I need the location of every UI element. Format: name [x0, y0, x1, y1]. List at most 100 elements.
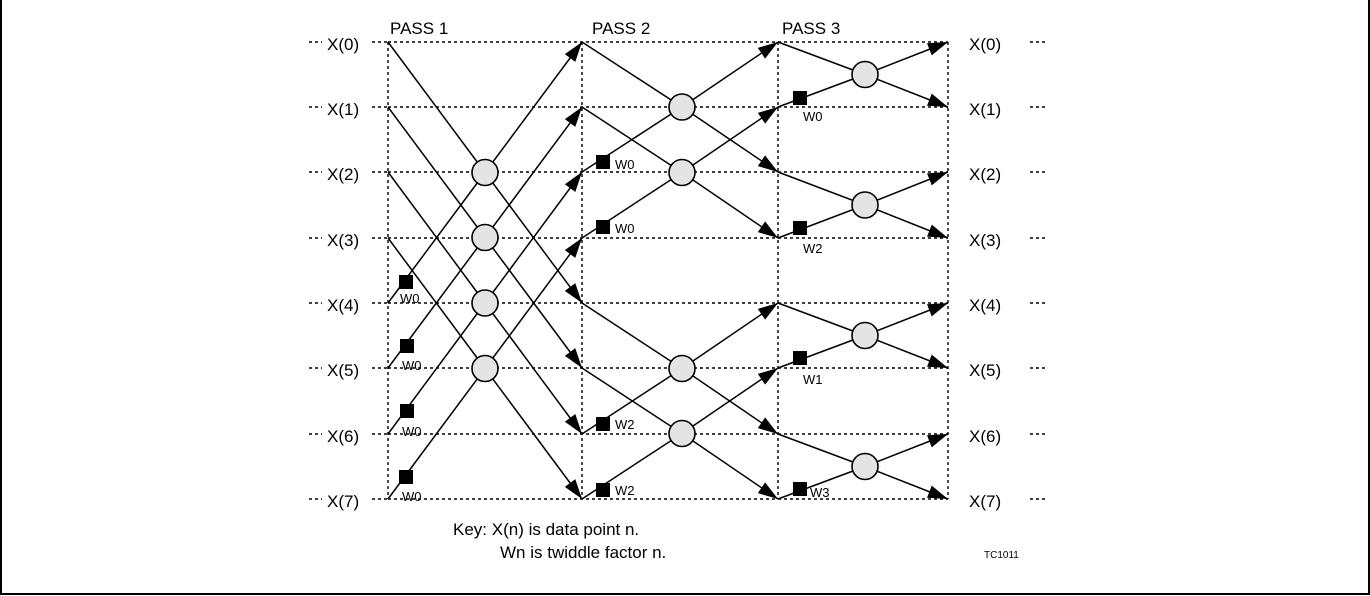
arrowhead [757, 107, 778, 124]
twiddle-label: W2 [803, 241, 823, 256]
twiddle-label: W2 [615, 483, 635, 498]
twiddle-marker [596, 155, 610, 169]
butterfly-node [471, 354, 499, 383]
output-label: X(6) [969, 427, 1001, 446]
arrowhead [564, 107, 582, 127]
pass-2-label: PASS 2 [592, 19, 650, 38]
input-label: X(0) [327, 35, 359, 54]
butterfly-node [471, 289, 499, 317]
wire-segment [777, 204, 866, 239]
pass-3-label: PASS 3 [782, 19, 840, 38]
twiddle-marker [793, 221, 807, 235]
wire-segment [387, 106, 486, 238]
arrowhead [757, 368, 778, 385]
arrowhead [757, 42, 778, 59]
arrowhead [927, 354, 948, 368]
input-label: X(1) [327, 100, 359, 119]
arrowhead [927, 485, 948, 499]
twiddle-label: W0 [803, 109, 823, 124]
input-label: X(5) [327, 361, 359, 380]
wire-segment [777, 302, 866, 337]
wire-segment [581, 106, 683, 174]
arrowhead [927, 224, 948, 238]
output-label: X(5) [969, 361, 1001, 380]
wire-segment [484, 41, 583, 173]
butterfly-node [668, 354, 696, 383]
butterfly-node [471, 158, 499, 187]
arrowhead [927, 93, 948, 107]
input-label: X(7) [327, 492, 359, 511]
twiddle-label: W3 [810, 485, 830, 500]
arrowhead [564, 238, 582, 258]
twiddle-marker [400, 339, 414, 353]
twiddle-marker [596, 220, 610, 234]
wire-segment [484, 171, 583, 304]
twiddle-label: W0 [402, 358, 422, 373]
twiddle-label: W0 [402, 424, 422, 439]
twiddle-label: W0 [615, 157, 635, 172]
arrowhead [564, 348, 582, 368]
twiddle-marker [793, 351, 807, 365]
arrowhead [564, 42, 582, 62]
twiddle-marker [399, 275, 413, 289]
arrowhead [564, 414, 582, 434]
butterfly-node [851, 191, 879, 219]
butterfly-node [471, 223, 499, 252]
twiddle-label: W0 [615, 221, 635, 236]
arrowhead [927, 172, 948, 186]
output-label: X(2) [969, 165, 1001, 184]
arrowhead [757, 155, 778, 172]
butterfly-wires [387, 41, 949, 500]
input-label: X(3) [327, 231, 359, 250]
wire-segment [777, 465, 866, 500]
output-label: X(1) [969, 100, 1001, 119]
wire-segment [484, 302, 583, 435]
output-label: X(3) [969, 231, 1001, 250]
butterfly-node [851, 321, 879, 350]
wire-segment [777, 73, 866, 108]
wire-segment [777, 171, 866, 206]
twiddle-marker [793, 482, 807, 496]
input-label: X(2) [327, 165, 359, 184]
wire-segment [387, 41, 486, 173]
twiddle-label: W0 [400, 291, 420, 306]
arrowhead [757, 221, 778, 238]
twiddle-marker [596, 417, 610, 431]
wire-segment [484, 368, 583, 500]
arrowhead [757, 417, 778, 434]
arrowhead [927, 42, 948, 56]
butterfly-nodes [471, 60, 879, 481]
wire-segment [777, 334, 866, 369]
arrowhead [927, 303, 948, 317]
pass-1-label: PASS 1 [390, 19, 448, 38]
wire-segment [387, 171, 486, 304]
butterfly-node [851, 60, 879, 89]
wire-segment [484, 106, 583, 238]
figure-id: TC1011 [984, 550, 1019, 561]
twiddle-label: W0 [402, 489, 422, 504]
arrowhead [564, 172, 582, 192]
twiddle-label: W1 [803, 372, 823, 387]
input-label: X(4) [327, 296, 359, 315]
output-label: X(0) [969, 35, 1001, 54]
arrowhead [927, 434, 948, 448]
dotted-grid [309, 41, 1045, 500]
arrowhead [757, 303, 778, 320]
butterfly-node [668, 93, 696, 121]
wire-segment [484, 237, 583, 369]
wire-segment [777, 41, 866, 76]
twiddle-marker [596, 483, 610, 497]
wire-segment [581, 302, 683, 370]
output-label: X(4) [969, 296, 1001, 315]
butterfly-node [851, 452, 879, 481]
butterfly-node [668, 419, 696, 448]
arrowhead [564, 283, 582, 303]
twiddle-markers [399, 91, 807, 497]
output-label: X(7) [969, 492, 1001, 511]
twiddle-marker [793, 91, 807, 105]
key-line-1: Key: X(n) is data point n. [453, 520, 639, 539]
wire-segment [777, 433, 866, 468]
butterfly-node [668, 158, 696, 187]
arrowhead [564, 479, 582, 499]
